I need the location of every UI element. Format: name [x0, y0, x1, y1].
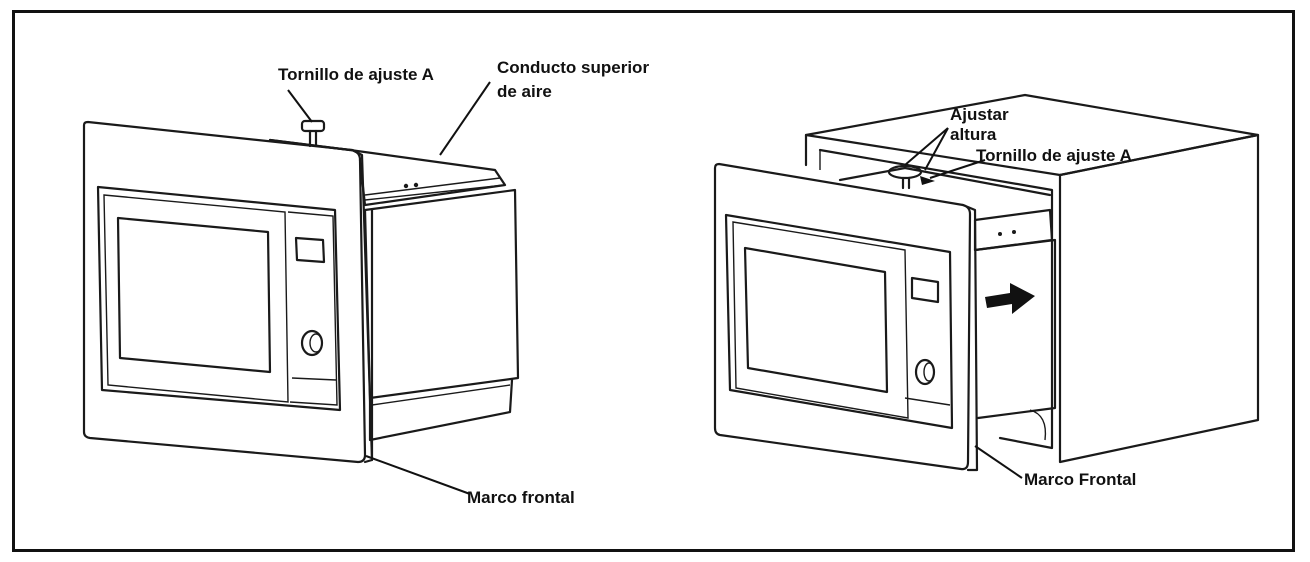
leader-frame-left [365, 455, 471, 495]
label-upper-duct-line1: Conducto superior [497, 58, 650, 77]
leader-frame-right [974, 445, 1023, 479]
diagram-border [12, 10, 1295, 552]
label-adjust-screw-left: Tornillo de ajuste A [278, 65, 434, 84]
microwave-body [363, 188, 520, 442]
label-adjust-height-line1: Ajustar [950, 105, 1009, 124]
label-adjust-height-line2: altura [950, 125, 997, 144]
push-arrow [985, 283, 1035, 314]
front-frame-right [713, 162, 979, 472]
front-frame-left [82, 120, 374, 464]
label-adjust-screw-right: Tornillo de ajuste A [976, 146, 1132, 165]
leader-screw-left [287, 89, 313, 123]
label-front-frame-right: Marco Frontal [1024, 470, 1137, 489]
leader-duct [439, 81, 491, 156]
microwave-door-left [96, 185, 342, 412]
left-microwave-assembly [82, 119, 520, 464]
cabinet [804, 93, 1260, 464]
leader-screw-right [929, 159, 986, 179]
microwave-door-right [724, 213, 954, 430]
leader-adjust-height [904, 127, 949, 171]
label-front-frame-left: Marco frontal [467, 488, 575, 507]
adjust-screw-right [887, 164, 935, 190]
right-cabinet-assembly [713, 93, 1260, 472]
adjust-screw-left [300, 119, 326, 148]
label-upper-duct-line2: de aire [497, 82, 552, 101]
